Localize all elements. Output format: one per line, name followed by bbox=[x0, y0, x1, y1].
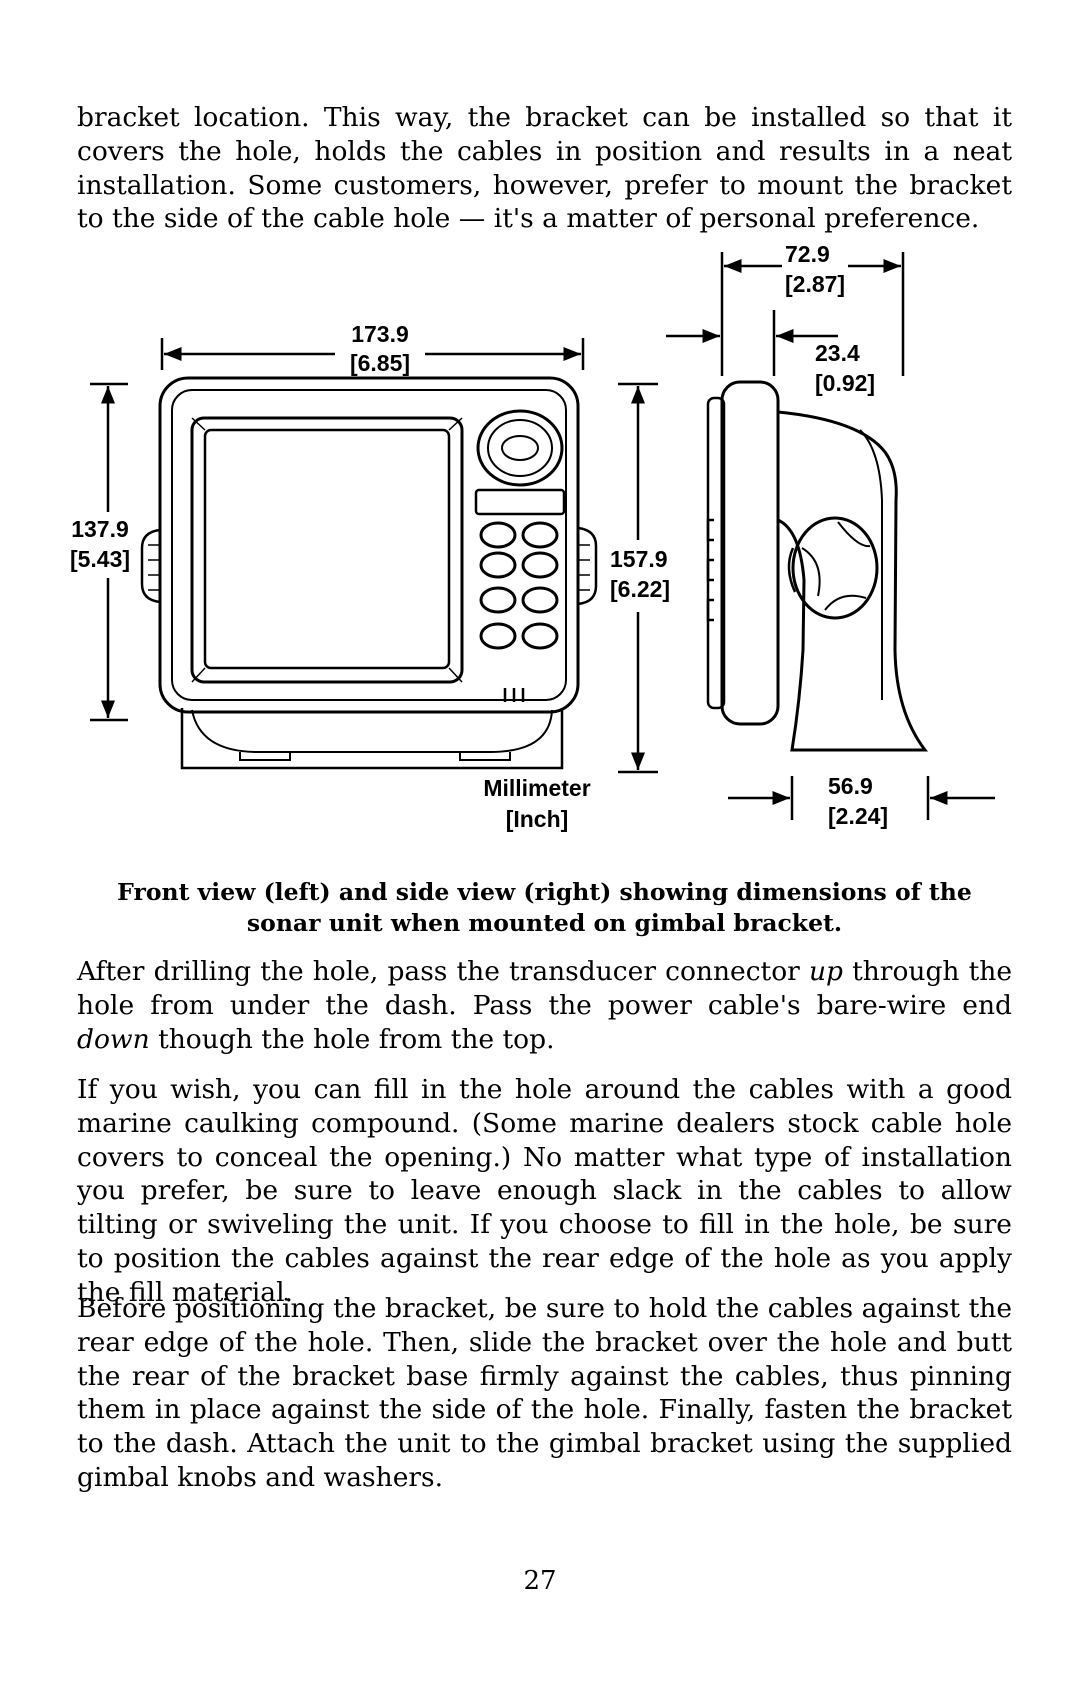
base-depth-dimension: 56.9 [2.24] bbox=[728, 773, 995, 829]
drilling-emphasis-down: down bbox=[77, 1023, 150, 1055]
caption-line-2: sonar unit when mounted on gimbal bracke… bbox=[246, 909, 843, 937]
front-view-drawing bbox=[140, 376, 598, 770]
side-depth-mm: 72.9 bbox=[785, 241, 830, 267]
drilling-paragraph: After drilling the hole, pass the transd… bbox=[77, 955, 1012, 1056]
units-label: Millimeter bbox=[483, 775, 590, 801]
front-width-in: [6.85] bbox=[350, 350, 410, 376]
base-depth-mm: 56.9 bbox=[828, 773, 873, 799]
drilling-text-c: through the hole from under the dash. Pa… bbox=[77, 956, 1013, 1021]
front-width-mm: 173.9 bbox=[351, 321, 409, 347]
face-depth-in: [0.92] bbox=[815, 370, 875, 396]
side-depth-dimension: 72.9 [2.87] bbox=[720, 241, 905, 376]
front-height-mm: 137.9 bbox=[71, 516, 129, 542]
drilling-emphasis-up: up bbox=[808, 956, 843, 987]
face-depth-mm: 23.4 bbox=[815, 340, 860, 366]
intro-paragraph: bracket location. This way, the bracket … bbox=[77, 102, 1012, 235]
units-label-inch: [Inch] bbox=[506, 806, 569, 832]
side-depth-in: [2.87] bbox=[785, 271, 845, 297]
front-width-dimension: 173.9 [6.85] bbox=[160, 321, 585, 376]
front-height-dimension: 137.9 [5.43] bbox=[70, 382, 130, 722]
drilling-text-a: After drilling the hole, pass the transd… bbox=[77, 956, 809, 987]
face-depth-dimension: 23.4 [0.92] bbox=[666, 310, 875, 396]
caption-line-1: Front view (left) and side view (right) … bbox=[117, 878, 972, 906]
drilling-text-e: though the hole from the top. bbox=[149, 1023, 555, 1055]
front-height-in: [5.43] bbox=[70, 546, 130, 572]
overall-height-in: [6.22] bbox=[610, 576, 670, 602]
figure-caption: Front view (left) and side view (right) … bbox=[77, 877, 1012, 939]
bracket-paragraph: Before positioning the bracket, be sure … bbox=[77, 1293, 1012, 1493]
overall-height-dimension: 157.9 [6.22] bbox=[610, 382, 670, 774]
overall-height-mm: 157.9 bbox=[610, 546, 668, 572]
page-number: 27 bbox=[523, 1566, 557, 1596]
dimension-diagram: 173.9 [6.85] 137.9 [5.43] 157.9 [6.22] M… bbox=[70, 241, 995, 832]
caulking-paragraph: If you wish, you can fill in the hole ar… bbox=[77, 1074, 1012, 1308]
base-depth-in: [2.24] bbox=[828, 803, 888, 829]
side-view-drawing bbox=[706, 380, 929, 752]
